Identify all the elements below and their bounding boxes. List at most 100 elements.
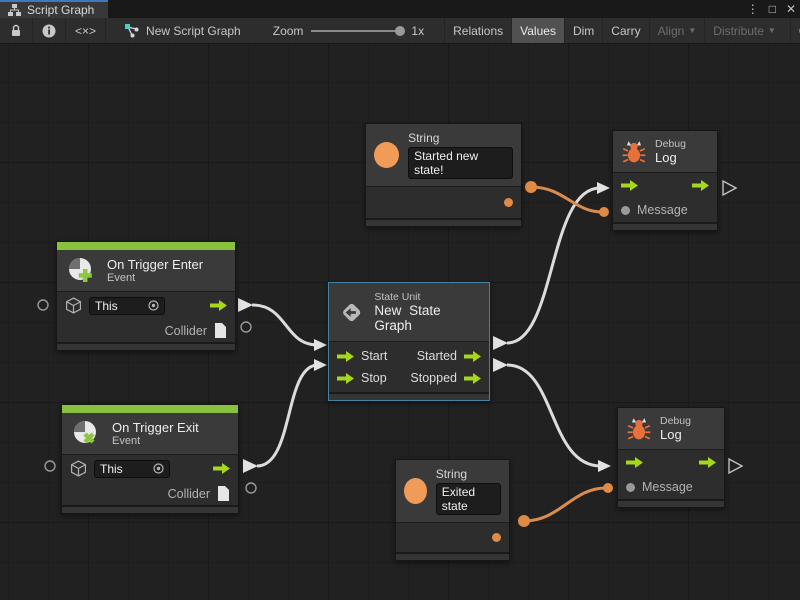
stop-input-arrow-icon[interactable] [337, 373, 354, 384]
string-type-icon [374, 142, 399, 168]
this-target-field[interactable]: This [89, 297, 165, 315]
zoom-slider[interactable] [311, 30, 403, 32]
started-label: Started [417, 349, 457, 363]
node-title: Log [655, 150, 686, 165]
align-dropdown[interactable]: Align ▼ [649, 18, 705, 43]
align-label: Align [658, 24, 685, 38]
event-accent-strip [57, 242, 235, 250]
node-string-top-header: String Started new state! [366, 124, 521, 187]
window-controls: ⋮ □ ✕ [747, 0, 796, 18]
tab-script-graph[interactable]: Script Graph [0, 0, 108, 18]
node-title: Log [660, 427, 691, 442]
bug-icon [626, 416, 652, 442]
close-icon[interactable]: ✕ [786, 2, 796, 16]
string-value: Exited state [442, 485, 495, 513]
node-title: On Trigger Exit [112, 420, 199, 435]
this-value: This [100, 462, 123, 476]
node-exit-body: This Collider [62, 455, 238, 505]
string-value-field[interactable]: Exited state [436, 483, 501, 515]
message-label: Message [637, 203, 688, 217]
message-input-port-icon[interactable] [626, 483, 635, 492]
node-kind: State Unit [374, 291, 479, 303]
this-target-field[interactable]: This [94, 460, 170, 478]
view-options: Relations Values Dim Carry Align ▼ Distr… [444, 18, 800, 43]
value-output-port-icon[interactable] [492, 533, 501, 542]
flow-output-arrow-icon[interactable] [692, 180, 709, 191]
carry-button[interactable]: Carry [602, 18, 648, 43]
node-debug-bottom-body: Message [618, 450, 724, 499]
string-value-field[interactable]: Started new state! [408, 147, 513, 179]
graph-toolbar: <×> New Script Graph Zoom 1x Relations V… [0, 18, 800, 44]
node-title: On Trigger Enter [107, 257, 203, 272]
tab-bar: Script Graph ⋮ □ ✕ [0, 0, 800, 18]
dim-button[interactable]: Dim [564, 18, 602, 43]
node-state-unit[interactable]: State Unit New State Graph Start Started… [328, 282, 490, 401]
node-title: String [436, 467, 501, 481]
gameobject-cube-icon [70, 460, 87, 477]
flow-input-arrow-icon[interactable] [621, 180, 638, 191]
script-graph-icon [124, 23, 140, 38]
node-footer [62, 505, 238, 513]
info-button[interactable] [33, 18, 66, 43]
lock-icon [9, 23, 23, 38]
object-picker-icon[interactable] [148, 300, 159, 311]
node-string-top[interactable]: String Started new state! [365, 123, 522, 227]
stopped-output-arrow-icon[interactable] [464, 373, 481, 384]
overview-button[interactable]: Overview [790, 18, 800, 43]
value-output-port-icon[interactable] [504, 198, 513, 207]
start-input-arrow-icon[interactable] [337, 351, 354, 362]
string-value: Started new state! [414, 149, 507, 177]
node-footer [57, 342, 235, 350]
collider-label: Collider [168, 487, 210, 501]
message-input-port-icon[interactable] [621, 206, 630, 215]
flow-input-arrow-icon[interactable] [626, 457, 643, 468]
state-unit-icon [339, 299, 364, 326]
node-footer [329, 392, 489, 400]
relations-button[interactable]: Relations [444, 18, 511, 43]
lock-button[interactable] [0, 18, 33, 43]
node-footer [396, 552, 509, 560]
relations-label: Relations [453, 24, 503, 38]
node-footer [618, 499, 724, 507]
object-picker-icon[interactable] [153, 463, 164, 474]
distribute-label: Distribute [713, 24, 764, 38]
node-string-top-body [366, 187, 521, 218]
trigger-output-arrow-icon[interactable] [210, 300, 227, 311]
node-on-trigger-enter[interactable]: On Trigger Enter Event This [56, 241, 236, 351]
node-debug-log-top[interactable]: Debug Log Message [612, 130, 718, 231]
maximize-icon[interactable]: □ [769, 2, 776, 16]
graph-title-group: New Script Graph [114, 18, 251, 43]
node-title: String [408, 131, 513, 145]
chevron-down-icon: ▼ [688, 27, 696, 35]
values-button[interactable]: Values [511, 18, 564, 43]
distribute-dropdown[interactable]: Distribute ▼ [704, 18, 784, 43]
start-label: Start [361, 349, 387, 363]
node-string-bottom-header: String Exited state [396, 460, 509, 523]
node-debug-bottom-header: Debug Log [618, 408, 724, 450]
node-footer [366, 218, 521, 226]
stopped-label: Stopped [410, 371, 457, 385]
node-string-bottom-body [396, 523, 509, 552]
node-exit-header: On Trigger Exit Event [62, 413, 238, 455]
document-icon [214, 323, 227, 338]
node-debug-log-bottom[interactable]: Debug Log Message [617, 407, 725, 508]
stop-label: Stop [361, 371, 387, 385]
node-debug-top-header: Debug Log [613, 131, 717, 173]
node-kind: Debug [660, 415, 691, 427]
node-state-header: State Unit New State Graph [329, 283, 489, 342]
graph-hierarchy-icon [8, 4, 21, 17]
menu-icon[interactable]: ⋮ [747, 2, 759, 16]
node-on-trigger-exit[interactable]: On Trigger Exit Event This [61, 404, 239, 514]
collider-label: Collider [165, 324, 207, 338]
zoom-slider-thumb[interactable] [395, 26, 405, 36]
info-icon [42, 24, 56, 38]
dim-label: Dim [573, 24, 594, 38]
started-output-arrow-icon[interactable] [464, 351, 481, 362]
node-string-bottom[interactable]: String Exited state [395, 459, 510, 561]
collapse-nodes-button[interactable]: <×> [66, 18, 106, 43]
bug-icon [621, 139, 647, 165]
zoom-label: Zoom [273, 24, 304, 38]
trigger-output-arrow-icon[interactable] [213, 463, 230, 474]
flow-output-arrow-icon[interactable] [699, 457, 716, 468]
